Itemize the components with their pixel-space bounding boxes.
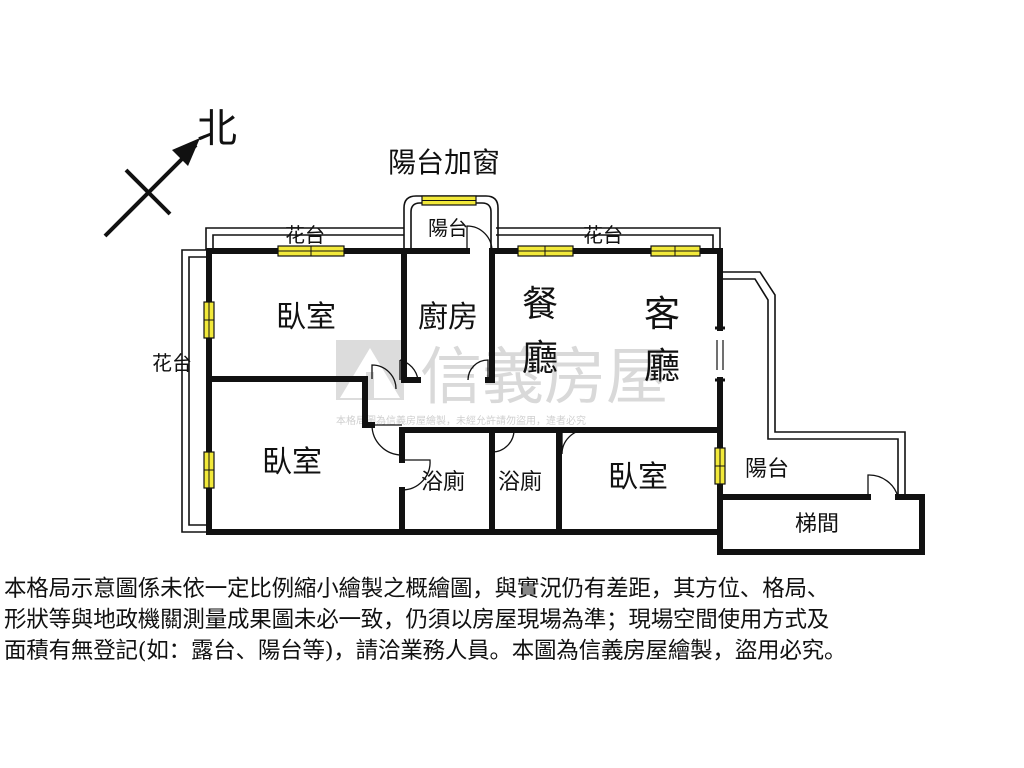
- disclaimer-line-3: 面積有無登記(如：露台、陽台等)，請洽業務人員。本圖為信義房屋繪製，盜用必究。: [4, 638, 847, 664]
- living-room-slider: [715, 326, 725, 382]
- window-west-lower: [203, 451, 215, 489]
- planter-outlines: [181, 195, 906, 533]
- watermark: 信義房屋 本格局圖為信義房屋繪製，未經允許請勿盜用，違者必究: [336, 340, 668, 427]
- watermark-brand: 信義房屋: [420, 340, 668, 413]
- door-bedroom-se: [561, 429, 587, 455]
- window-west-upper: [203, 301, 215, 339]
- watermark-notice: 本格局圖為信義房屋繪製，未經允許請勿盜用，違者必究: [336, 414, 586, 427]
- window-dining: [517, 245, 574, 257]
- door-bath-2: [491, 429, 515, 453]
- stairwell-label: 梯間: [795, 512, 839, 537]
- door-living-to-kitchen: [467, 359, 489, 381]
- living-label-2: 廳: [644, 346, 680, 387]
- window-bay: [421, 195, 477, 206]
- dining-label-1: 餐: [522, 284, 558, 325]
- planter-left-top-label: 花台: [285, 223, 325, 247]
- floor-plan: 信義房屋 本格局圖為信義房屋繪製，未經允許請勿盜用，違者必究: [103, 106, 925, 555]
- window-east-bedroom: [714, 447, 726, 485]
- bedroom-se-label: 臥室: [608, 460, 668, 495]
- compass: 北: [103, 106, 237, 238]
- disclaimer: 本格局示意圖係未依一定比例縮小繪製之概繪圖，與實況仍有差距，其方位、格局、 形狀…: [4, 574, 1022, 667]
- north-arrow-icon: [172, 138, 200, 166]
- walls: [206, 248, 925, 555]
- door-bedroom-nw: [371, 364, 397, 390]
- door-kitchen: [399, 359, 419, 381]
- planter-west-label: 花台: [152, 351, 192, 375]
- window-north-bedroom: [277, 245, 345, 257]
- living-label-1: 客: [644, 294, 680, 335]
- compass-north-label: 北: [197, 106, 237, 152]
- balcony-top-label: 陽台: [428, 216, 468, 240]
- planter-right-top-label: 花台: [583, 223, 623, 247]
- window-living: [650, 245, 701, 257]
- kitchen-label: 廚房: [418, 300, 478, 335]
- compass-cross-icon: [103, 143, 198, 238]
- bedroom-nw-label: 臥室: [276, 300, 336, 335]
- bedroom-sw-label: 臥室: [262, 445, 322, 480]
- disclaimer-line-1: 本格局示意圖係未依一定比例縮小繪製之概繪圖，與實況仍有差距，其方位、格局、: [4, 576, 830, 602]
- balcony-window-label: 陽台加窗: [388, 146, 500, 179]
- room-labels: 陽台加窗 陽台 花台 花台 花台 臥室 廚房 餐 廳 客 廳 臥室 浴廁 浴廁 …: [152, 146, 839, 537]
- door-bay-balcony: [466, 225, 493, 252]
- bath-1-label: 浴廁: [421, 470, 465, 495]
- door-stairwell: [867, 474, 899, 498]
- door-bedroom-sw: [371, 424, 403, 456]
- doors: [371, 225, 899, 498]
- door-bath-1: [401, 459, 431, 491]
- bath-2-label: 浴廁: [498, 470, 542, 495]
- balcony-east-label: 陽台: [745, 457, 789, 482]
- dining-label-2: 廳: [522, 338, 558, 379]
- watermark-logo-icon: [336, 340, 404, 400]
- disclaimer-line-2: 形狀等與地政機關測量成果圖未必一致，仍須以房屋現場為準；現場空間使用方式及: [4, 607, 830, 633]
- windows: [203, 195, 726, 489]
